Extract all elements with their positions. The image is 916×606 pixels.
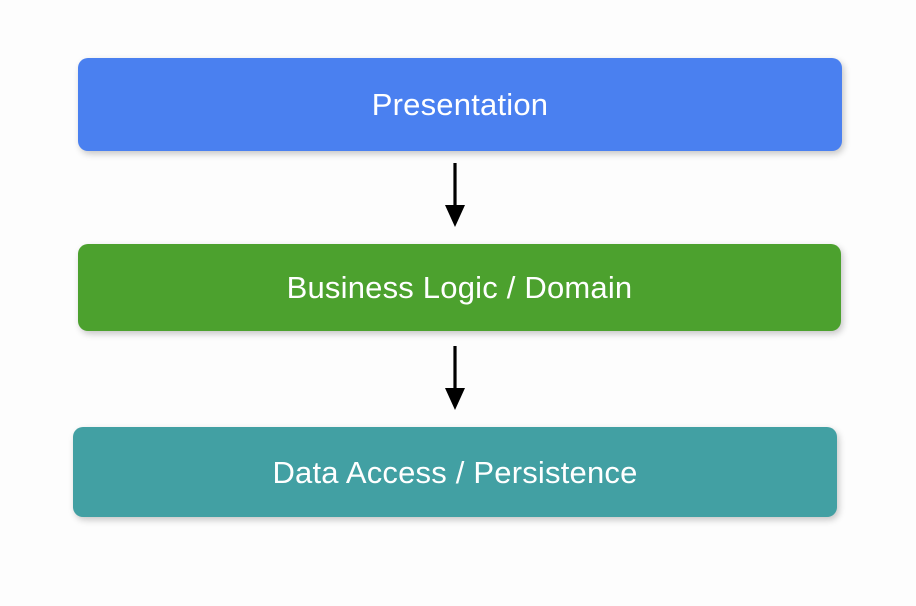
layer-box-presentation[interactable]: Presentation <box>78 58 842 151</box>
layer-box-business-logic[interactable]: Business Logic / Domain <box>78 244 841 331</box>
down-arrow-icon <box>445 163 465 227</box>
arrow-business-to-data <box>435 346 475 410</box>
layer-box-data-access[interactable]: Data Access / Persistence <box>73 427 837 517</box>
down-arrow-icon <box>445 346 465 410</box>
layer-label-business-logic: Business Logic / Domain <box>286 270 633 305</box>
layer-label-data-access: Data Access / Persistence <box>272 454 638 490</box>
arrow-presentation-to-business <box>435 163 475 227</box>
layer-label-presentation: Presentation <box>371 87 549 122</box>
